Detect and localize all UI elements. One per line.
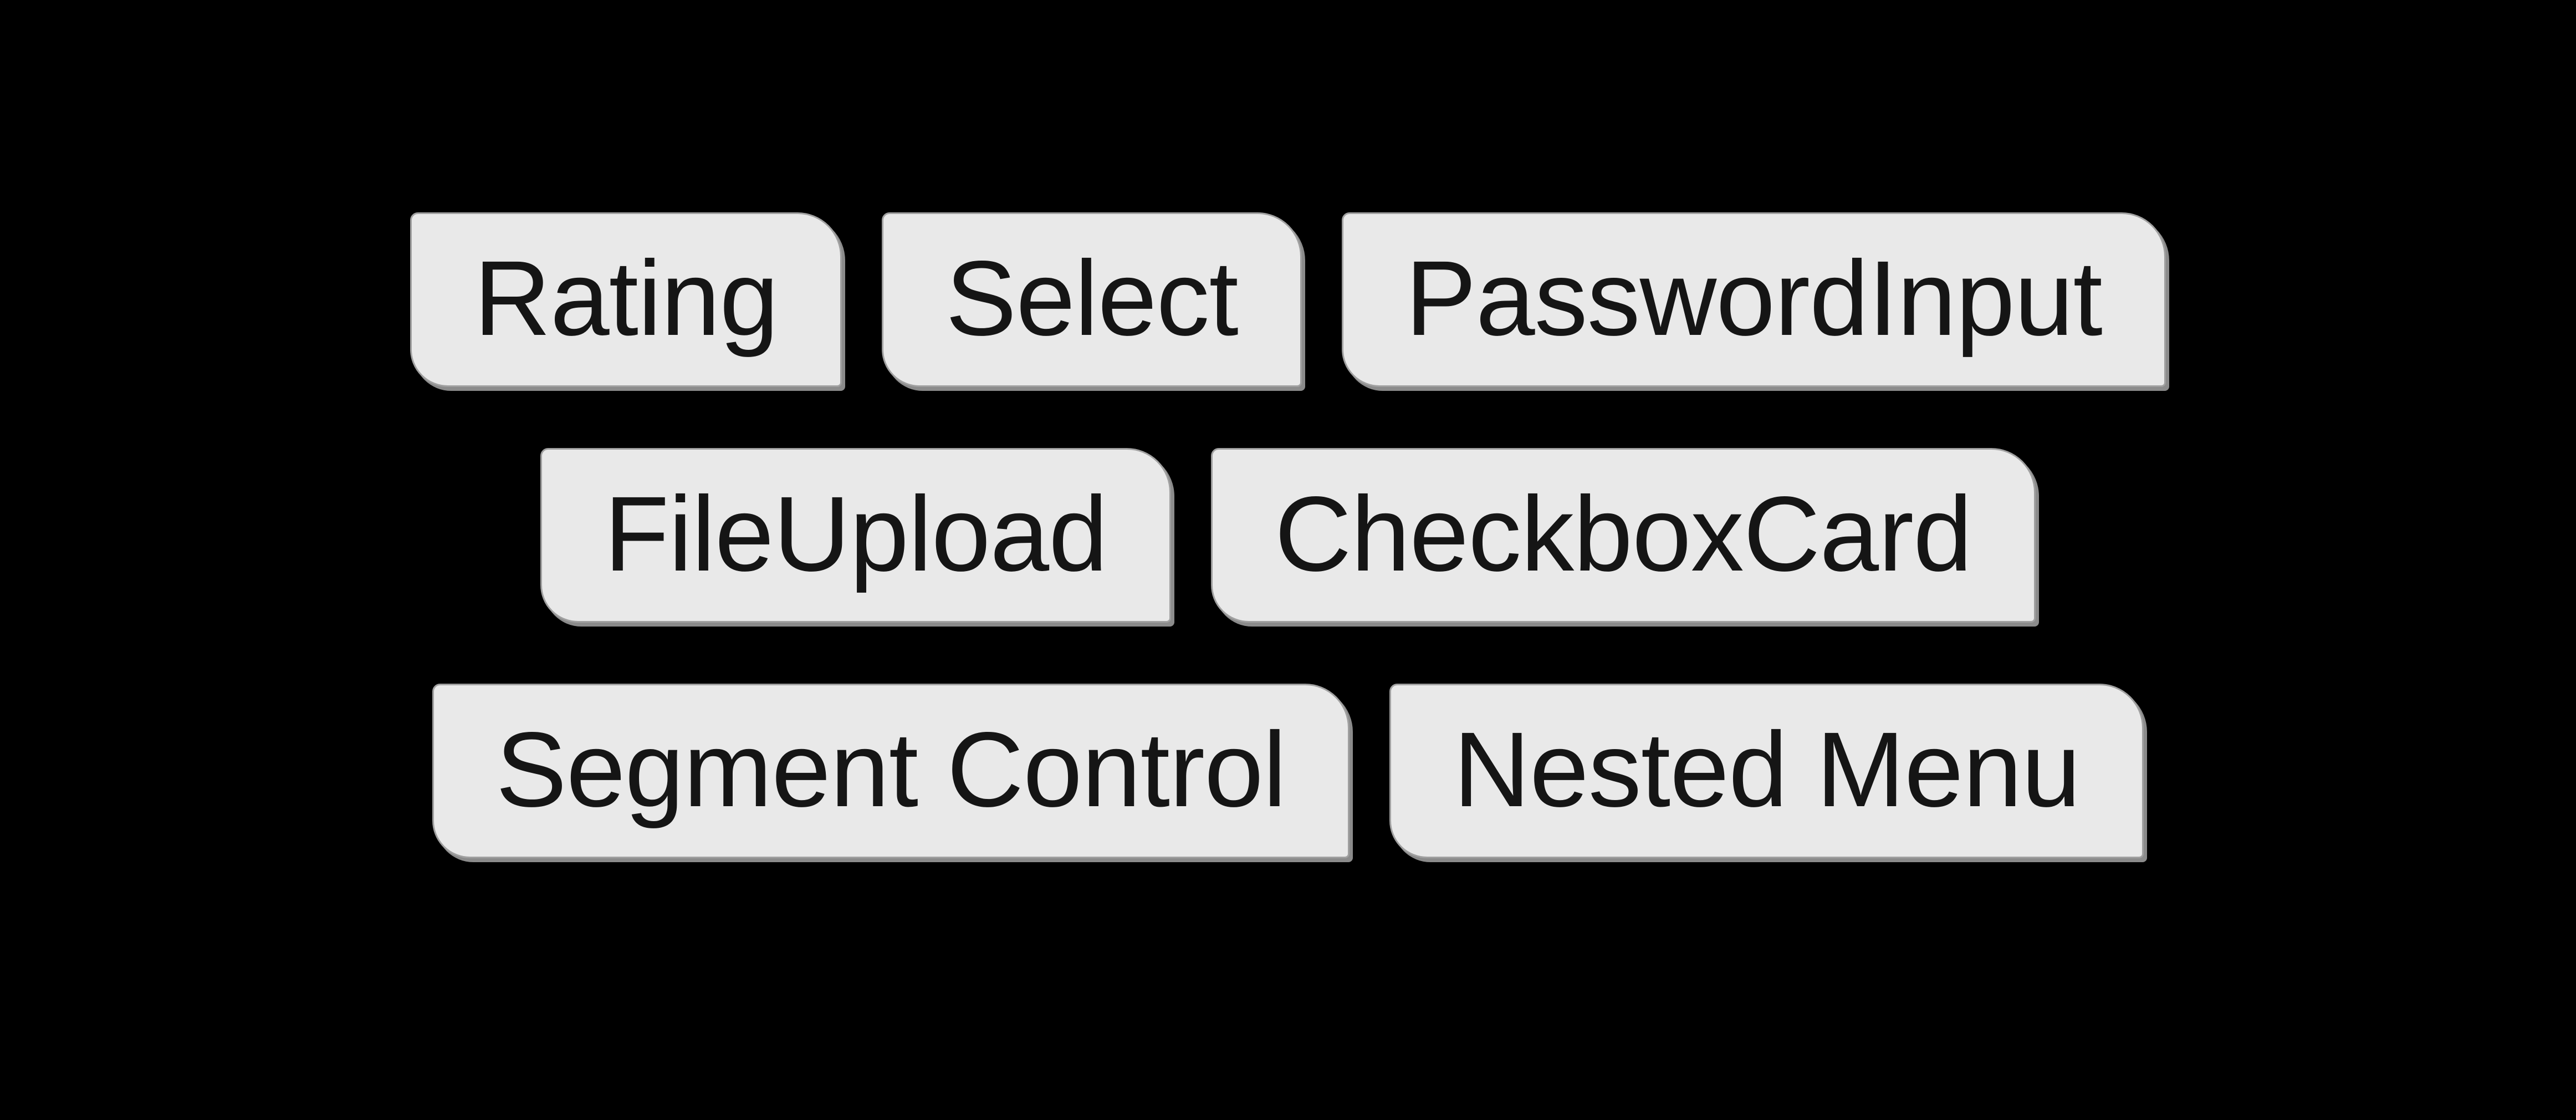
- chip-rating[interactable]: Rating: [410, 212, 842, 387]
- chip-password-input[interactable]: PasswordInput: [1341, 212, 2166, 387]
- chip-row-3: Segment Control Nested Menu: [432, 684, 2144, 858]
- chip-segment-control[interactable]: Segment Control: [432, 684, 1350, 858]
- chip-row-1: Rating Select PasswordInput: [410, 212, 2166, 387]
- chip-nested-menu[interactable]: Nested Menu: [1389, 684, 2144, 858]
- chip-file-upload[interactable]: FileUpload: [540, 448, 1171, 623]
- chip-select[interactable]: Select: [882, 212, 1302, 387]
- chip-checkbox-card[interactable]: CheckboxCard: [1210, 448, 2036, 623]
- chip-row-2: FileUpload CheckboxCard: [540, 448, 2036, 623]
